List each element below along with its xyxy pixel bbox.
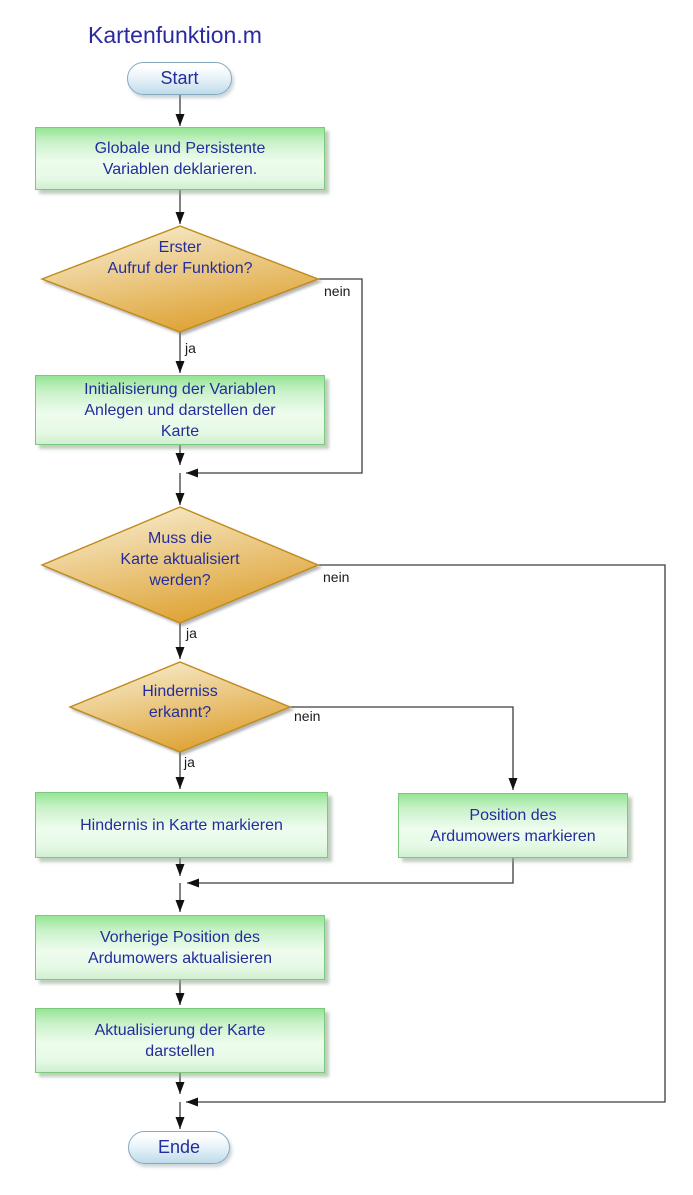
edge-label-firstcall-ja: ja — [185, 340, 196, 356]
edge-obstacle-nein — [290, 706, 518, 790]
process-update-prev-position: Vorherige Position des Ardumowers aktual… — [35, 915, 325, 980]
edge-label-firstcall-nein: nein — [324, 283, 351, 299]
process-init-variables: Initialisierung der Variablen Anlegen un… — [35, 375, 325, 445]
process-mark-obstacle: Hindernis in Karte markieren — [35, 792, 328, 858]
terminal-ende-label: Ende — [157, 1137, 201, 1157]
decision-obstacle-shape — [68, 661, 292, 753]
edge-label-obstacle-nein: nein — [294, 708, 321, 724]
decision-map-update-shape — [40, 506, 320, 624]
terminal-ende: Ende — [128, 1131, 230, 1164]
terminal-start: Start — [127, 62, 232, 95]
edge-markposition-to-merge2 — [187, 858, 514, 888]
edge-label-mapupdate-nein: nein — [323, 569, 350, 585]
terminal-start-label: Start — [160, 68, 199, 88]
page-title: Kartenfunktion.m — [88, 22, 262, 48]
decision-first-call-shape — [40, 225, 320, 333]
edge-mapupdate-nein — [186, 564, 666, 1107]
process-declare-variables: Globale und Persistente Variablen deklar… — [35, 127, 325, 190]
decision-obstacle-label: Hinderniss erkannt? — [142, 683, 218, 721]
decision-first-call-label: Erster Aufruf der Funktion? — [107, 239, 253, 277]
edge-firstcall-nein — [186, 278, 363, 478]
decision-map-update-label: Muss die Karte aktualisiert werden? — [120, 530, 240, 589]
process-render-map: Aktualisierung der Karte darstellen — [35, 1008, 325, 1073]
edge-label-mapupdate-ja: ja — [186, 625, 197, 641]
edge-label-obstacle-ja: ja — [184, 754, 195, 770]
process-mark-position: Position des Ardumowers markieren — [398, 793, 628, 858]
